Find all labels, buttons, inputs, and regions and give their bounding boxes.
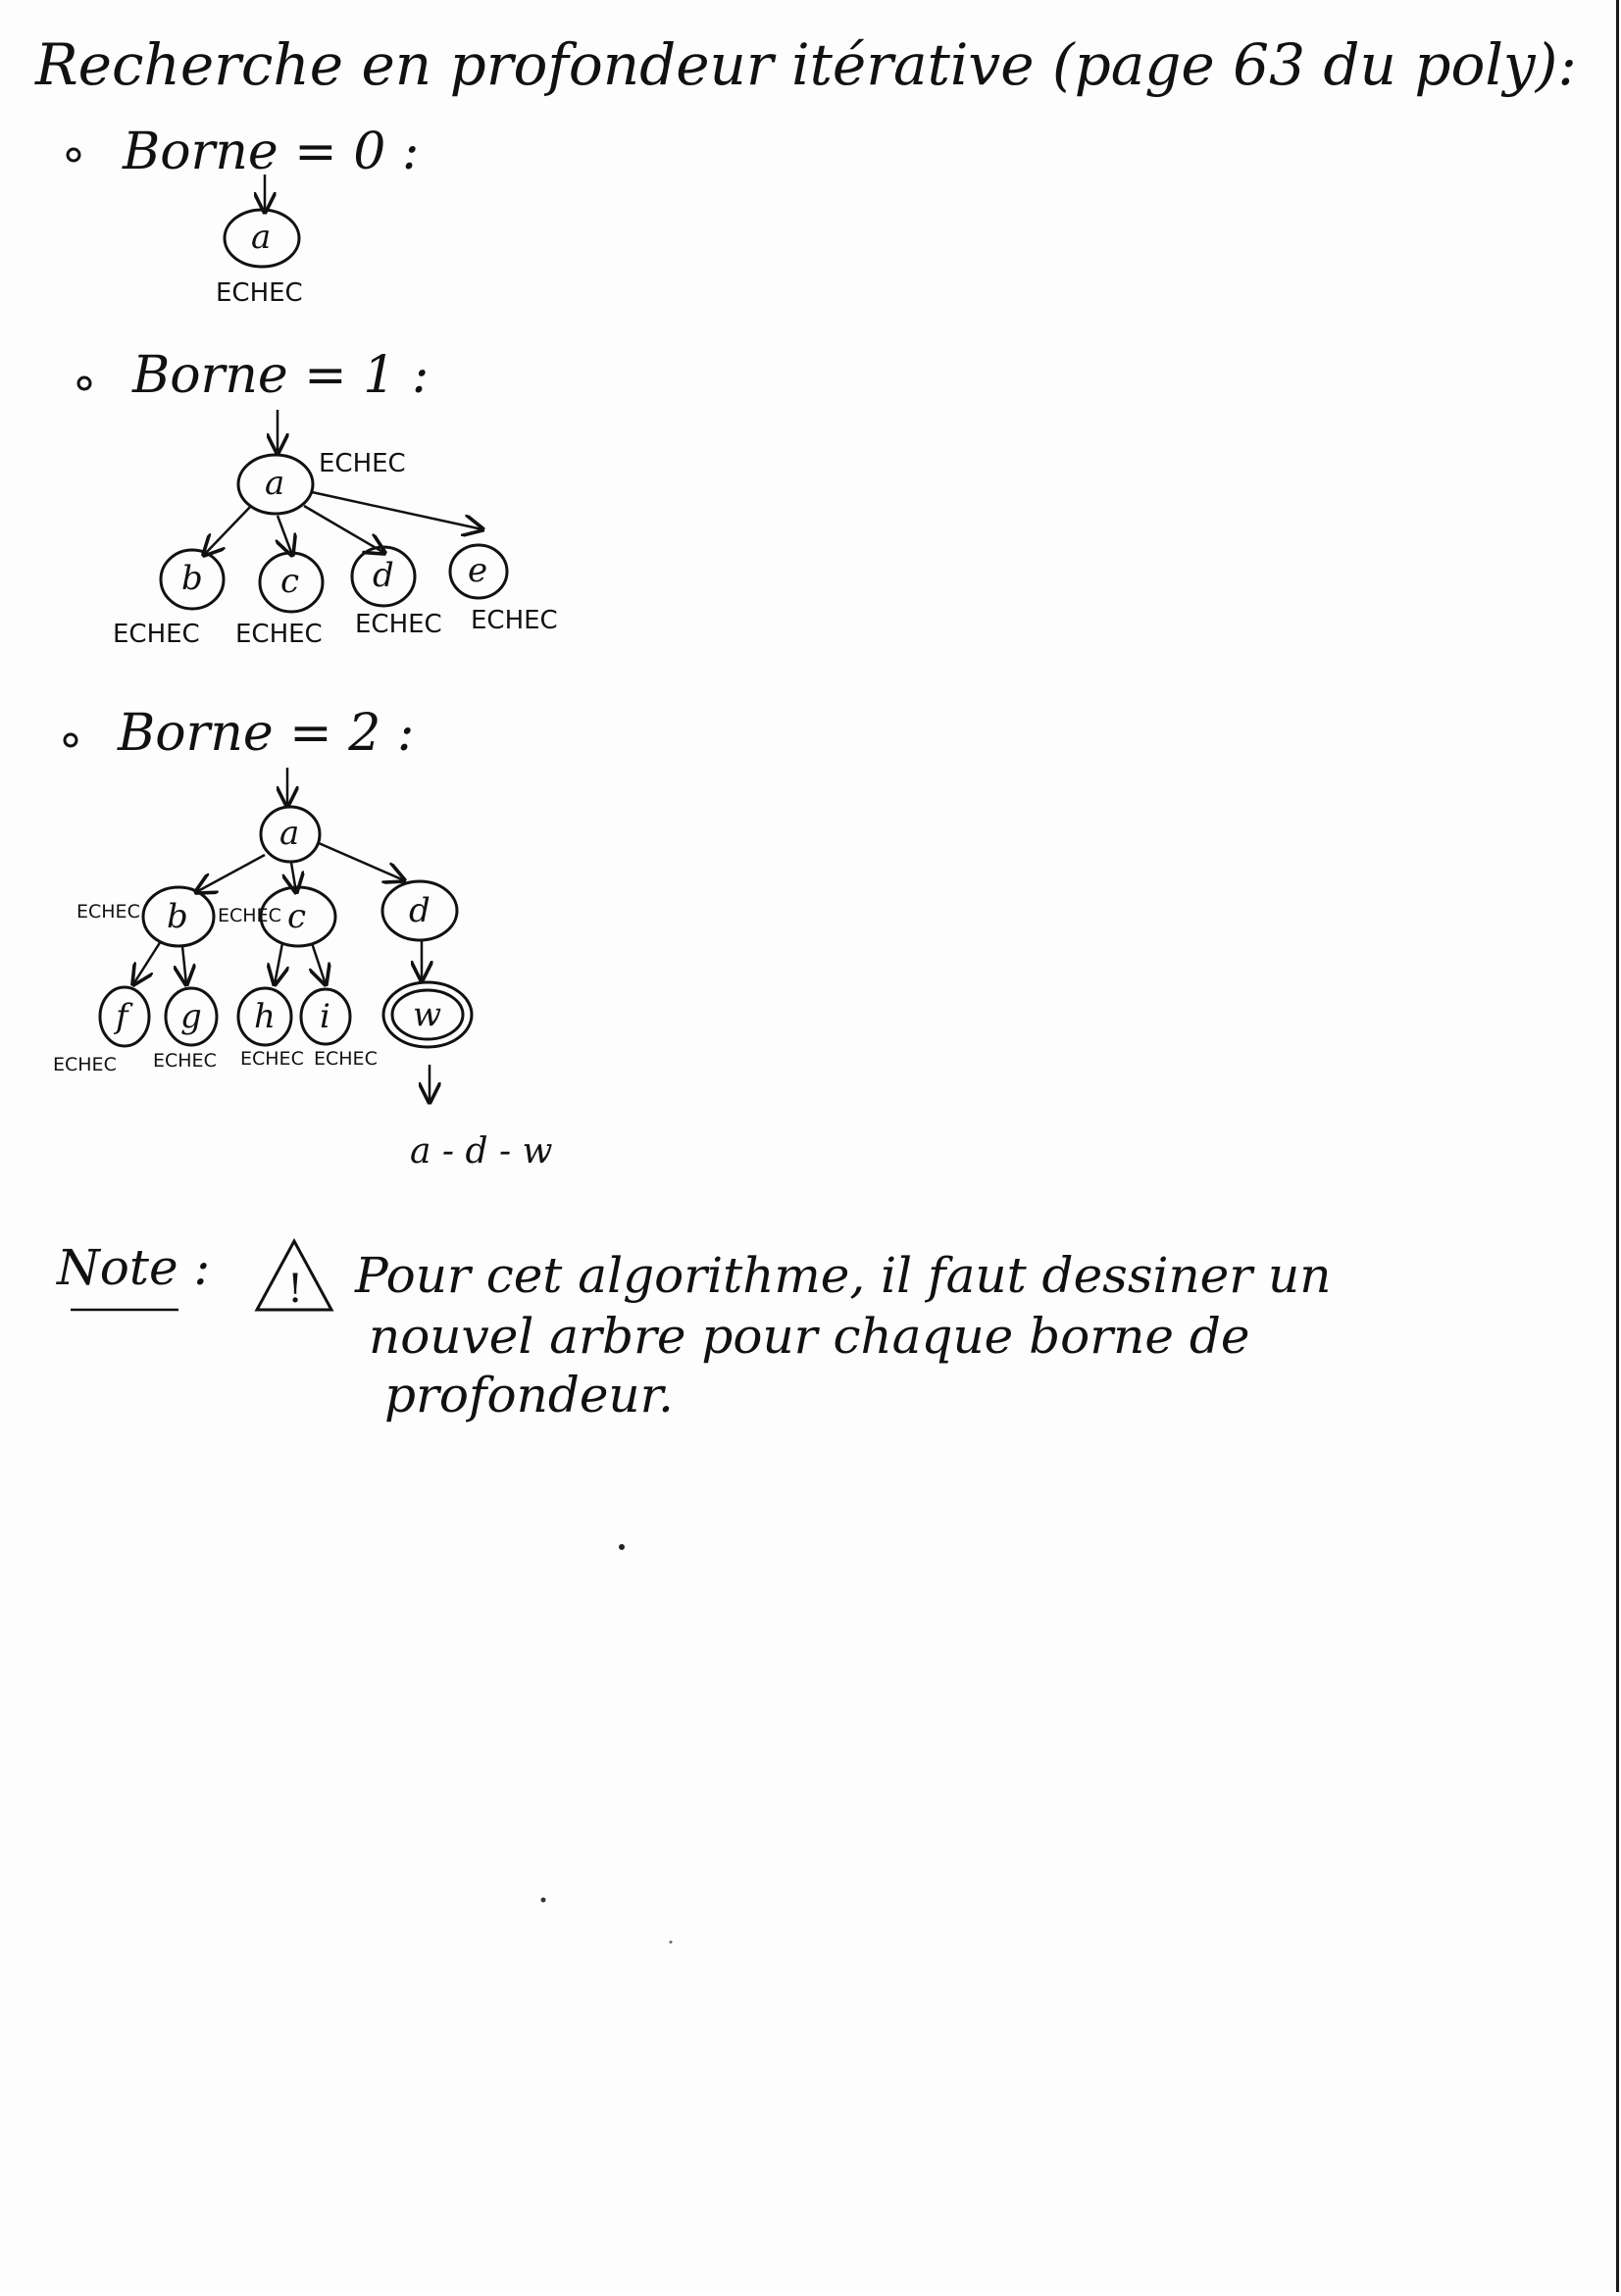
node-label: d (373, 556, 394, 595)
result-path: a - d - w (410, 1131, 553, 1172)
node-w-goal-outer (381, 980, 474, 1049)
node-label: w (413, 995, 441, 1034)
page-edge (1616, 0, 1619, 2292)
scan-speck (619, 1544, 625, 1550)
edge-b-g (182, 945, 186, 984)
node-i (299, 987, 352, 1046)
node-label: b (167, 897, 188, 936)
section-heading-borne-0: Borne = 0 : (122, 123, 419, 181)
node-label: c (280, 562, 299, 601)
edge-a-b (196, 853, 266, 892)
bullet-2 (76, 375, 92, 391)
node-a (236, 453, 315, 516)
echec-label: ECHEC (319, 449, 406, 478)
node-h (236, 986, 293, 1047)
edge-a-d (318, 841, 404, 880)
node-label: c (287, 897, 306, 936)
edge-a-e (311, 490, 482, 529)
edge-b-f (133, 940, 163, 984)
echec-label: ECHEC (53, 1054, 117, 1075)
node-e (448, 543, 509, 600)
edge-a-d (303, 504, 384, 553)
edge-c-h (275, 942, 282, 984)
node-label: a (265, 464, 284, 503)
node-c (258, 551, 325, 614)
section-heading-borne-2: Borne = 2 : (117, 704, 414, 763)
node-label: f (113, 997, 133, 1036)
echec-label: ECHEC (240, 1048, 304, 1070)
edge-c-i (312, 942, 326, 984)
scan-speck (669, 1940, 673, 1944)
node-label: h (254, 997, 276, 1036)
node-label: e (468, 551, 487, 590)
echec-label: ECHEC (76, 901, 140, 923)
scan-speck (540, 1897, 546, 1903)
echec-label: ECHEC (314, 1048, 378, 1070)
bullet-3 (63, 732, 78, 748)
node-label: d (409, 891, 431, 930)
echec-label: ECHEC (235, 620, 323, 649)
bullet-1 (66, 147, 81, 163)
warning-glyph: ! (287, 1267, 303, 1312)
edge-a-b (204, 505, 252, 555)
node-label: i (320, 997, 330, 1036)
node-label: g (180, 997, 202, 1036)
node-label: b (181, 559, 203, 598)
echec-label: ECHEC (355, 610, 442, 639)
node-g (164, 986, 219, 1047)
echec-label: ECHEC (216, 278, 303, 308)
node-d (380, 879, 459, 942)
node-b (159, 548, 226, 611)
warning-icon (254, 1237, 334, 1312)
node-label: a (279, 814, 299, 853)
node-d (350, 545, 417, 608)
echec-label: ECHEC (471, 606, 558, 635)
node-c (259, 885, 337, 948)
node-a (259, 805, 322, 864)
node-f (98, 985, 151, 1048)
node-w-goal-inner (390, 988, 465, 1041)
note-line-2: nouvel arbre pour chaque borne de (369, 1308, 1249, 1365)
echec-label: ECHEC (218, 905, 281, 926)
node-label: a (251, 218, 271, 257)
node-b (141, 885, 216, 948)
page-title: Recherche en profondeur itérative (page … (34, 31, 1577, 98)
edge-a-c (278, 515, 292, 555)
note-label: Note : (56, 1239, 210, 1296)
echec-label: ECHEC (153, 1050, 217, 1072)
note-line-3: profondeur. (384, 1367, 674, 1423)
echec-label: ECHEC (113, 620, 200, 649)
note-line-1: Pour cet algorithme, il faut dessiner un (354, 1247, 1331, 1304)
section-heading-borne-1: Borne = 1 : (131, 346, 429, 405)
node-a (223, 208, 301, 269)
